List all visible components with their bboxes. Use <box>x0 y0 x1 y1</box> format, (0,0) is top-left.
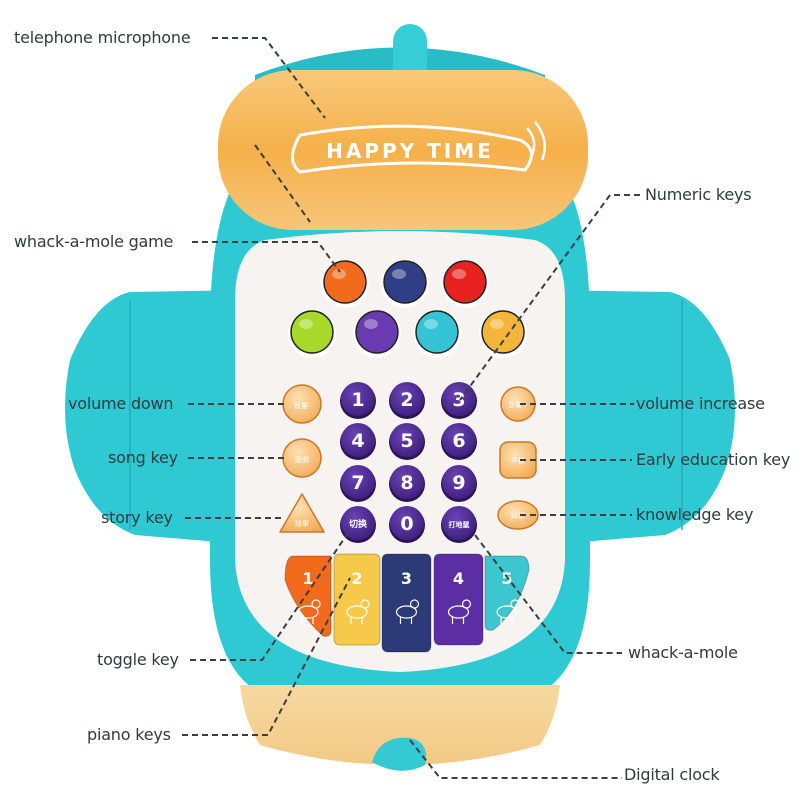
label-whack-a-mole-game: whack-a-mole game <box>14 232 174 251</box>
numeric-key[interactable] <box>341 382 375 416</box>
ball-highlight <box>452 269 466 279</box>
leader-whack-a-mole-game <box>192 241 341 273</box>
side-key-label: 早教 <box>511 456 525 465</box>
ball-highlight <box>392 269 406 279</box>
numeric-key-label: 8 <box>400 472 413 494</box>
numeric-key[interactable] <box>442 506 476 540</box>
base-band <box>240 685 560 765</box>
digital-clock-knob <box>372 737 426 771</box>
whack-a-mole-balls <box>288 260 527 358</box>
label-volume-down: volume down <box>68 394 174 413</box>
ball-highlight <box>364 319 378 329</box>
whack-ball[interactable] <box>443 260 487 304</box>
piano-key-4[interactable] <box>433 553 484 646</box>
piano-key-number: 2 <box>351 569 362 588</box>
right-wing <box>545 290 735 545</box>
horse-icon <box>496 599 520 624</box>
numeric-key[interactable] <box>442 465 476 499</box>
label-digital-clock: Digital clock <box>624 765 720 784</box>
ball-highlight <box>299 319 313 329</box>
leader-numeric-keys <box>459 194 640 401</box>
whack-ball[interactable] <box>323 260 367 304</box>
numeric-key-label: 切换 <box>349 518 368 530</box>
leader-telephone-microphone <box>212 37 326 119</box>
label-story-key: story key <box>101 508 173 527</box>
label-volume-increase: volume increase <box>636 394 765 413</box>
piano-key-number: 3 <box>401 569 412 588</box>
whack-ball[interactable] <box>383 260 427 304</box>
label-telephone-microphone: telephone microphone <box>14 28 191 47</box>
piano-key-number: 1 <box>302 569 313 588</box>
left-wing <box>65 290 255 545</box>
numeric-key-label: 打地鼠 <box>449 520 470 529</box>
label-piano-keys: piano keys <box>87 725 171 744</box>
numeric-key[interactable] <box>390 506 424 540</box>
numeric-keypad: 1 2 3 4 5 6 7 8 9 切换 0 打地鼠 <box>340 382 477 543</box>
label-song-key: song key <box>108 448 178 467</box>
numeric-key[interactable] <box>341 423 375 457</box>
label-knowledge-key: knowledge key <box>636 505 754 524</box>
telephone-handset <box>218 70 588 230</box>
ball-highlight <box>332 269 346 279</box>
dog-icon <box>395 599 420 624</box>
label-whack-a-mole: whack-a-mole <box>628 643 738 662</box>
numeric-key-label: 0 <box>400 513 413 535</box>
whack-ball[interactable] <box>290 310 334 354</box>
top-knob <box>393 24 427 84</box>
numeric-key-label: 4 <box>351 430 364 452</box>
leader-lines <box>182 37 640 779</box>
goat-icon <box>447 599 472 624</box>
leader-piano-keys <box>182 577 351 736</box>
piano-key-5[interactable] <box>484 555 530 631</box>
label-toggle-key: toggle key <box>97 650 179 669</box>
numeric-key[interactable] <box>390 382 424 416</box>
piano-key-number: 4 <box>453 569 464 588</box>
numeric-key[interactable] <box>341 465 375 499</box>
side-key-label: 歌曲 <box>295 455 309 464</box>
side-key-label: 知识 <box>511 511 525 520</box>
side-key-label: 音量- <box>294 401 311 410</box>
leader-handset-lower <box>254 144 311 223</box>
numeric-key-label: 3 <box>452 389 465 411</box>
leader-toggle-key <box>190 529 351 661</box>
ball-highlight <box>490 319 504 329</box>
cat-icon <box>297 599 321 624</box>
piano-key-2[interactable] <box>333 553 381 646</box>
ball-highlight <box>424 319 438 329</box>
numeric-key[interactable] <box>341 506 375 540</box>
side-key-label: 音量+ <box>508 400 528 409</box>
numeric-key-label: 9 <box>452 472 465 494</box>
numeric-key[interactable] <box>442 423 476 457</box>
story-key-button[interactable] <box>279 493 325 533</box>
numeric-key-label: 2 <box>400 389 413 411</box>
numeric-key-label: 6 <box>452 430 465 452</box>
whack-ball[interactable] <box>355 310 399 354</box>
numeric-key[interactable] <box>390 423 424 457</box>
knowledge-key-button[interactable] <box>497 500 539 530</box>
label-numeric-keys: Numeric keys <box>645 185 752 204</box>
numeric-key-label: 1 <box>351 389 364 411</box>
numeric-key-label: 7 <box>351 472 364 494</box>
duck-icon <box>346 599 370 624</box>
numeric-key-label: 5 <box>400 430 413 452</box>
label-early-education-key: Early education key <box>636 450 791 469</box>
piano-key-3[interactable] <box>381 553 432 653</box>
side-key-label: 故事 <box>295 519 309 528</box>
numeric-key[interactable] <box>390 465 424 499</box>
brand-text: HAPPY TIME <box>326 139 494 163</box>
whack-ball[interactable] <box>481 310 525 354</box>
whack-ball[interactable] <box>415 310 459 354</box>
